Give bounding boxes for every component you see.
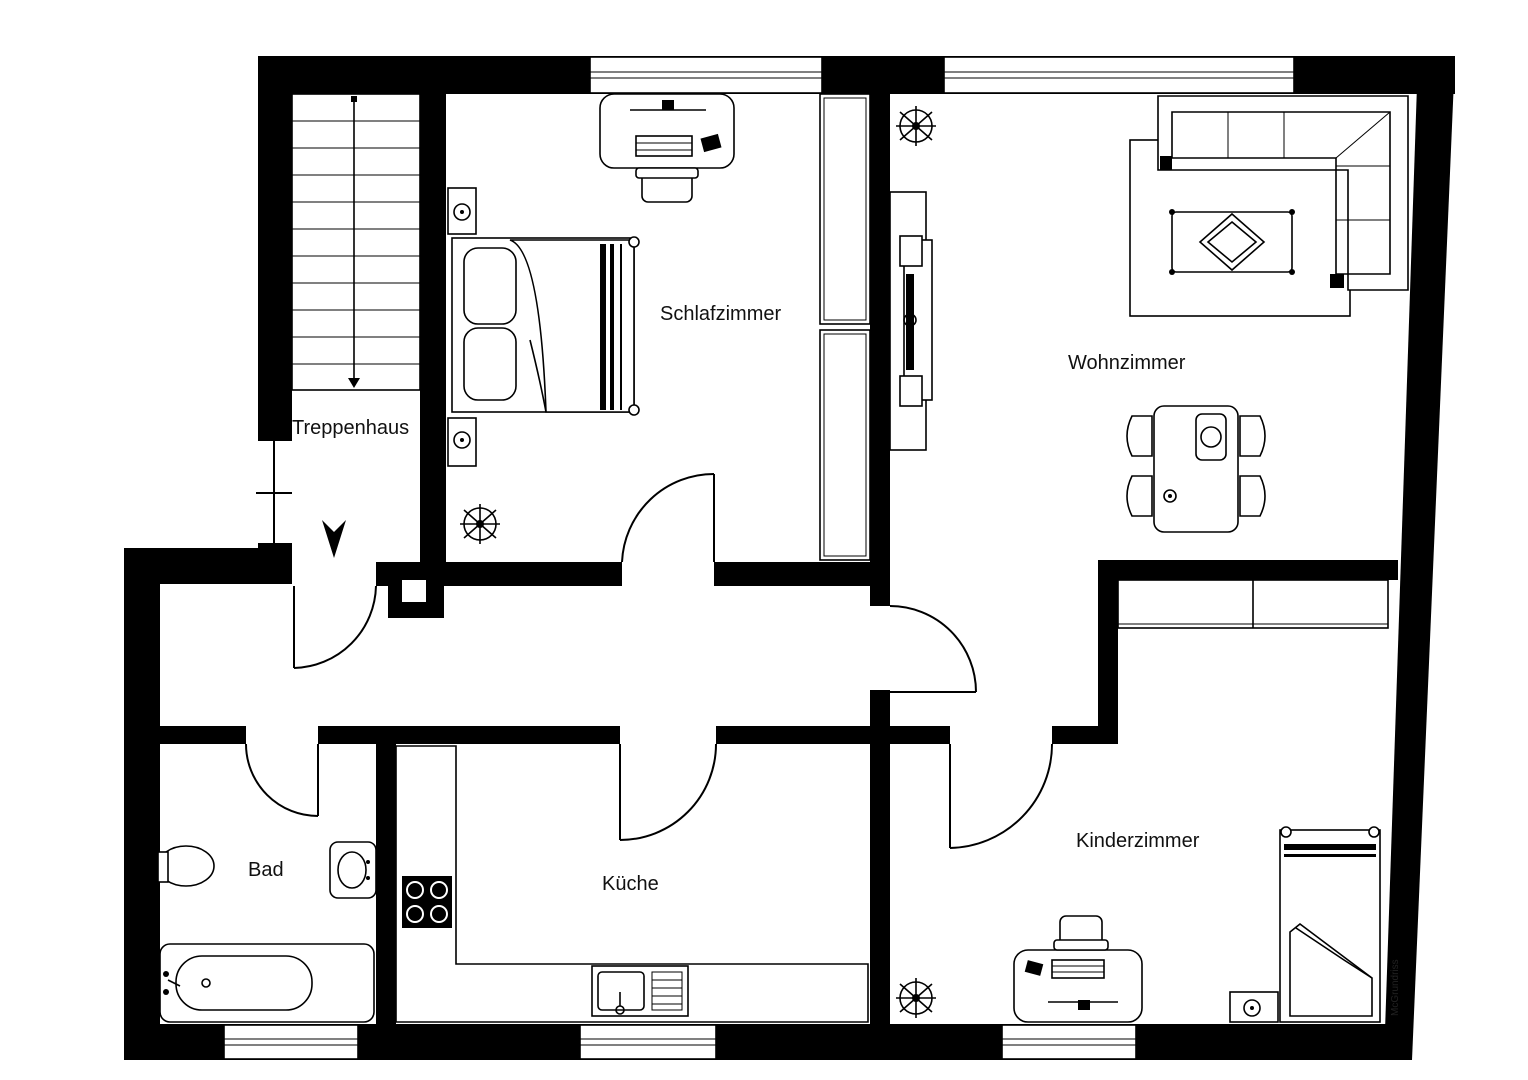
watermark: McGrundriss xyxy=(1390,959,1401,1016)
bedroom-furniture xyxy=(447,93,871,561)
living-furniture xyxy=(889,95,1409,533)
wall-hall-top-mid xyxy=(714,562,874,586)
window-icon xyxy=(223,1024,359,1060)
dining-table-icon xyxy=(1153,405,1239,533)
chair-icon xyxy=(635,167,699,203)
sink-icon xyxy=(329,841,377,899)
entrance-arrow-icon xyxy=(322,520,346,558)
kitchen-sink-icon xyxy=(591,965,689,1017)
chair-icon xyxy=(1053,915,1109,951)
wall-entry-post xyxy=(258,543,292,584)
wall-stair-bedroom xyxy=(420,56,446,584)
wall-hall-bottom-2 xyxy=(318,726,620,744)
wall-kids-top-right xyxy=(1052,726,1118,744)
wall-bath-kitchen xyxy=(376,726,396,1060)
door-icon xyxy=(293,585,377,669)
room-label-kids: Kinderzimmer xyxy=(1076,830,1200,852)
door-icon xyxy=(949,743,1053,849)
room-label-bedroom: Schlafzimmer xyxy=(660,303,781,325)
room-label-living: Wohnzimmer xyxy=(1068,352,1186,374)
doors xyxy=(245,441,1053,849)
window-icon xyxy=(943,56,1295,94)
shaft-opening xyxy=(402,580,426,602)
bath-furniture xyxy=(157,841,377,1023)
sofa-icon xyxy=(1157,95,1409,291)
plant-icon xyxy=(460,504,500,544)
nightstand-icon xyxy=(447,187,477,235)
bed-icon xyxy=(451,236,640,416)
window-icon xyxy=(589,56,823,94)
door-icon xyxy=(621,472,715,563)
bed-icon xyxy=(1279,826,1381,1023)
room-label-kitchen: Küche xyxy=(602,873,659,895)
tv-unit-icon xyxy=(889,191,933,451)
desk-icon xyxy=(599,93,735,169)
shelf-icon xyxy=(1117,579,1389,629)
wardrobe-icon xyxy=(819,93,871,561)
door-icon xyxy=(245,743,319,817)
room-label-bath: Bad xyxy=(248,859,284,881)
plant-icon xyxy=(896,978,936,1018)
desk-icon xyxy=(1013,949,1143,1023)
nightstand-icon xyxy=(1229,991,1279,1023)
walls xyxy=(124,56,1455,1060)
kids-furniture xyxy=(896,579,1389,1023)
stairs-icon xyxy=(291,93,421,391)
stove-icon xyxy=(402,876,452,928)
chair-icon xyxy=(1126,415,1266,517)
kitchen-furniture xyxy=(395,745,869,1023)
door-icon xyxy=(619,743,717,841)
window-icon xyxy=(1001,1024,1137,1060)
toilet-icon xyxy=(157,845,215,887)
wall-bedroom-living xyxy=(870,56,890,606)
wall-left-upper xyxy=(258,56,292,441)
bathtub-icon xyxy=(159,943,375,1023)
coffee-table-icon xyxy=(1169,209,1295,275)
room-label-stair: Treppenhaus xyxy=(292,417,409,439)
door-icon xyxy=(889,605,977,693)
wall-right xyxy=(1384,56,1455,1060)
nightstand-icon xyxy=(447,417,477,467)
wall-hall-bottom-3 xyxy=(716,726,950,744)
wall-hall-bottom-1 xyxy=(124,726,246,744)
wall-left-lower xyxy=(124,548,160,1060)
windows xyxy=(223,56,1295,1060)
wall-kitchen-kids xyxy=(870,690,890,1060)
window-icon xyxy=(579,1024,717,1060)
wall-kids-notch xyxy=(1098,560,1118,744)
plant-icon xyxy=(896,106,936,146)
wall-living-kids xyxy=(1098,560,1398,580)
